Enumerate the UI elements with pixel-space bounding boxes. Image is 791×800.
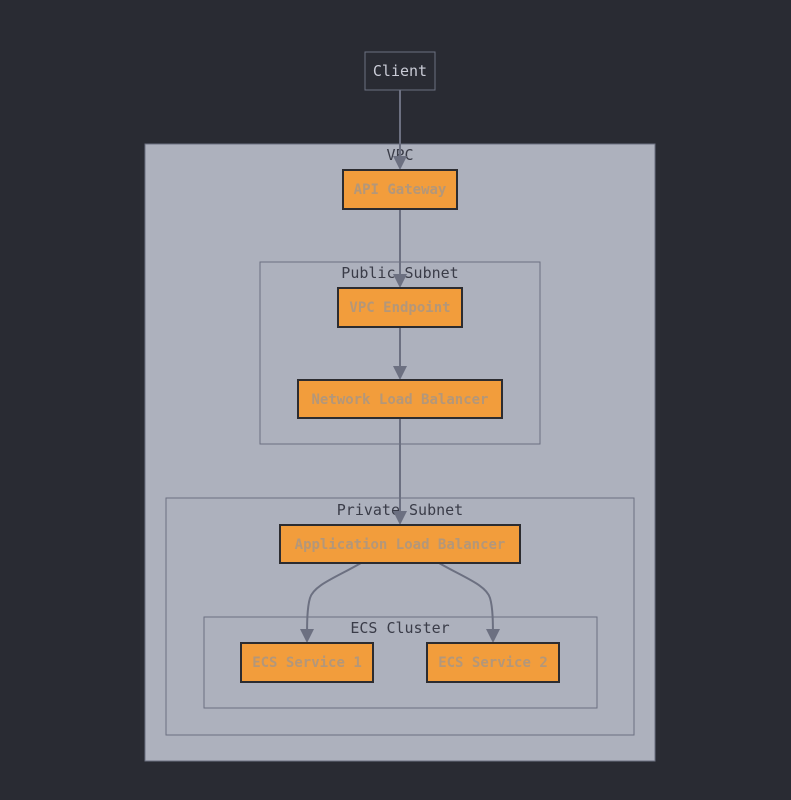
- network-load-balancer-box: [297, 379, 503, 419]
- vpc-endpoint-label: VPC Endpoint: [349, 300, 450, 316]
- ecs-service-1-label: ECS Service 1: [252, 655, 362, 671]
- network-load-balancer-node[interactable]: Network Load Balancer: [297, 379, 503, 419]
- application-load-balancer-node[interactable]: Application Load Balancer: [279, 524, 521, 564]
- edge-alb-to-ecs-service-1: [300, 562, 362, 643]
- ecs-service-2-node[interactable]: ECS Service 2: [426, 642, 560, 683]
- ecs-service-1-node[interactable]: ECS Service 1: [240, 642, 374, 683]
- ecs-cluster-group: ECS Cluster: [203, 616, 598, 709]
- api-gateway-node[interactable]: API Gateway: [342, 169, 458, 210]
- ecs-service-2-box: [426, 642, 560, 683]
- client-node[interactable]: Client: [364, 51, 436, 91]
- network-load-balancer-label: Network Load Balancer: [311, 392, 488, 408]
- ecs-cluster-label: ECS Cluster: [350, 619, 449, 637]
- ecs-cluster-boundary: [203, 616, 598, 709]
- edges: [300, 90, 500, 643]
- ecs-service-2-label: ECS Service 2: [438, 655, 548, 671]
- client-label: Client: [373, 62, 427, 80]
- vpc-endpoint-node[interactable]: VPC Endpoint: [337, 287, 463, 328]
- application-load-balancer-label: Application Load Balancer: [295, 537, 506, 553]
- vpc-endpoint-box: [337, 287, 463, 328]
- api-gateway-label: API Gateway: [354, 182, 447, 198]
- edge-alb-to-ecs-service-2: [438, 562, 500, 643]
- api-gateway-box: [342, 169, 458, 210]
- application-load-balancer-box: [279, 524, 521, 564]
- client-box: [364, 51, 436, 91]
- ecs-service-1-box: [240, 642, 374, 683]
